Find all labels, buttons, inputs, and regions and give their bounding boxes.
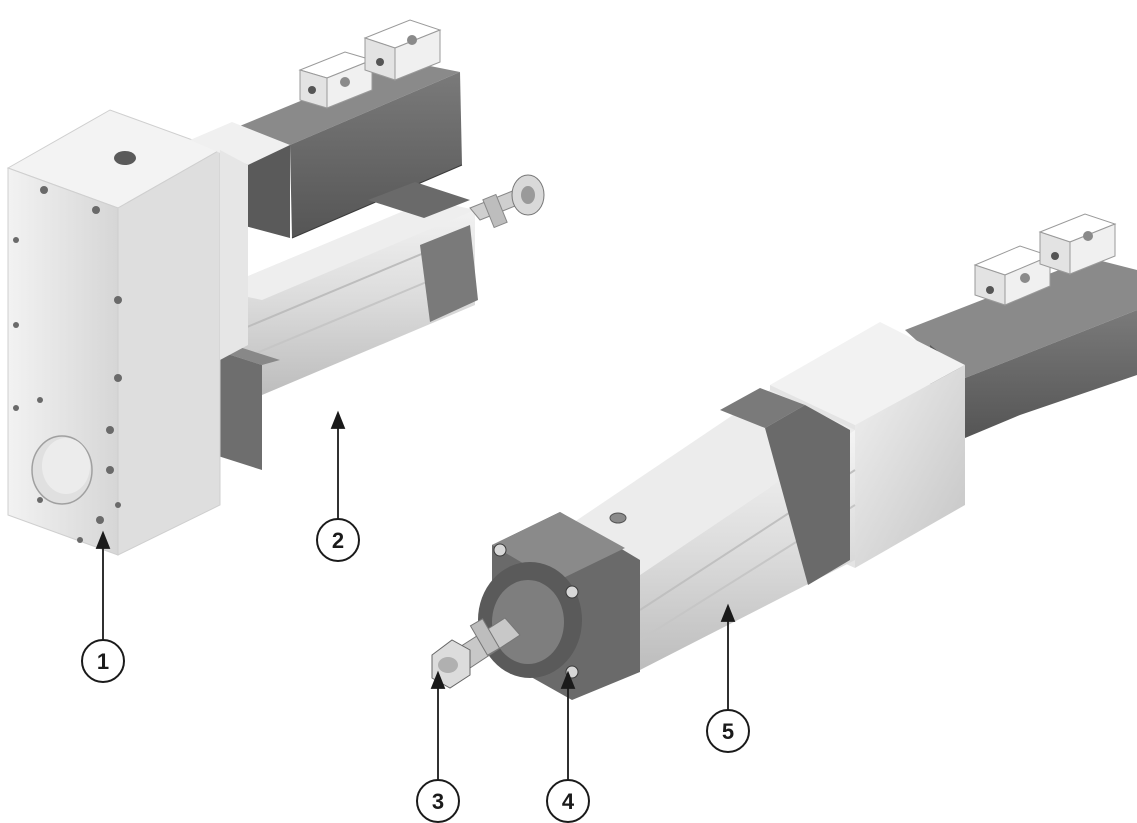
left-piston-rod	[469, 174, 545, 229]
callout-1-label: 1	[97, 649, 109, 674]
left-cylinder-tube	[215, 182, 478, 470]
callout-2-label: 2	[332, 528, 344, 553]
arrowhead-5	[720, 603, 736, 622]
left-housing-block	[6, 109, 290, 556]
left-connector-1	[298, 51, 374, 109]
callout-leaders	[95, 410, 736, 780]
left-connector-2	[363, 19, 442, 81]
callout-1: 1	[81, 639, 125, 683]
right-end-cap	[478, 512, 640, 700]
callout-5: 5	[706, 709, 750, 753]
left-actuator	[6, 19, 545, 556]
callout-2: 2	[316, 518, 360, 562]
callout-4-label: 4	[562, 789, 575, 814]
housing-screws	[13, 186, 122, 543]
callout-3: 3	[416, 779, 460, 823]
callout-5-label: 5	[722, 719, 734, 744]
arrowhead-3	[430, 670, 446, 689]
right-actuator	[431, 213, 1137, 700]
callout-4: 4	[546, 779, 590, 823]
end-cap-screws	[493, 543, 579, 679]
right-connector-1	[973, 245, 1052, 306]
arrowhead-4	[560, 670, 576, 689]
arrowhead-1	[95, 530, 111, 549]
right-piston-rod	[431, 617, 521, 689]
right-connector-2	[1038, 213, 1117, 275]
arrowhead-2	[330, 410, 346, 429]
callout-3-label: 3	[432, 789, 444, 814]
